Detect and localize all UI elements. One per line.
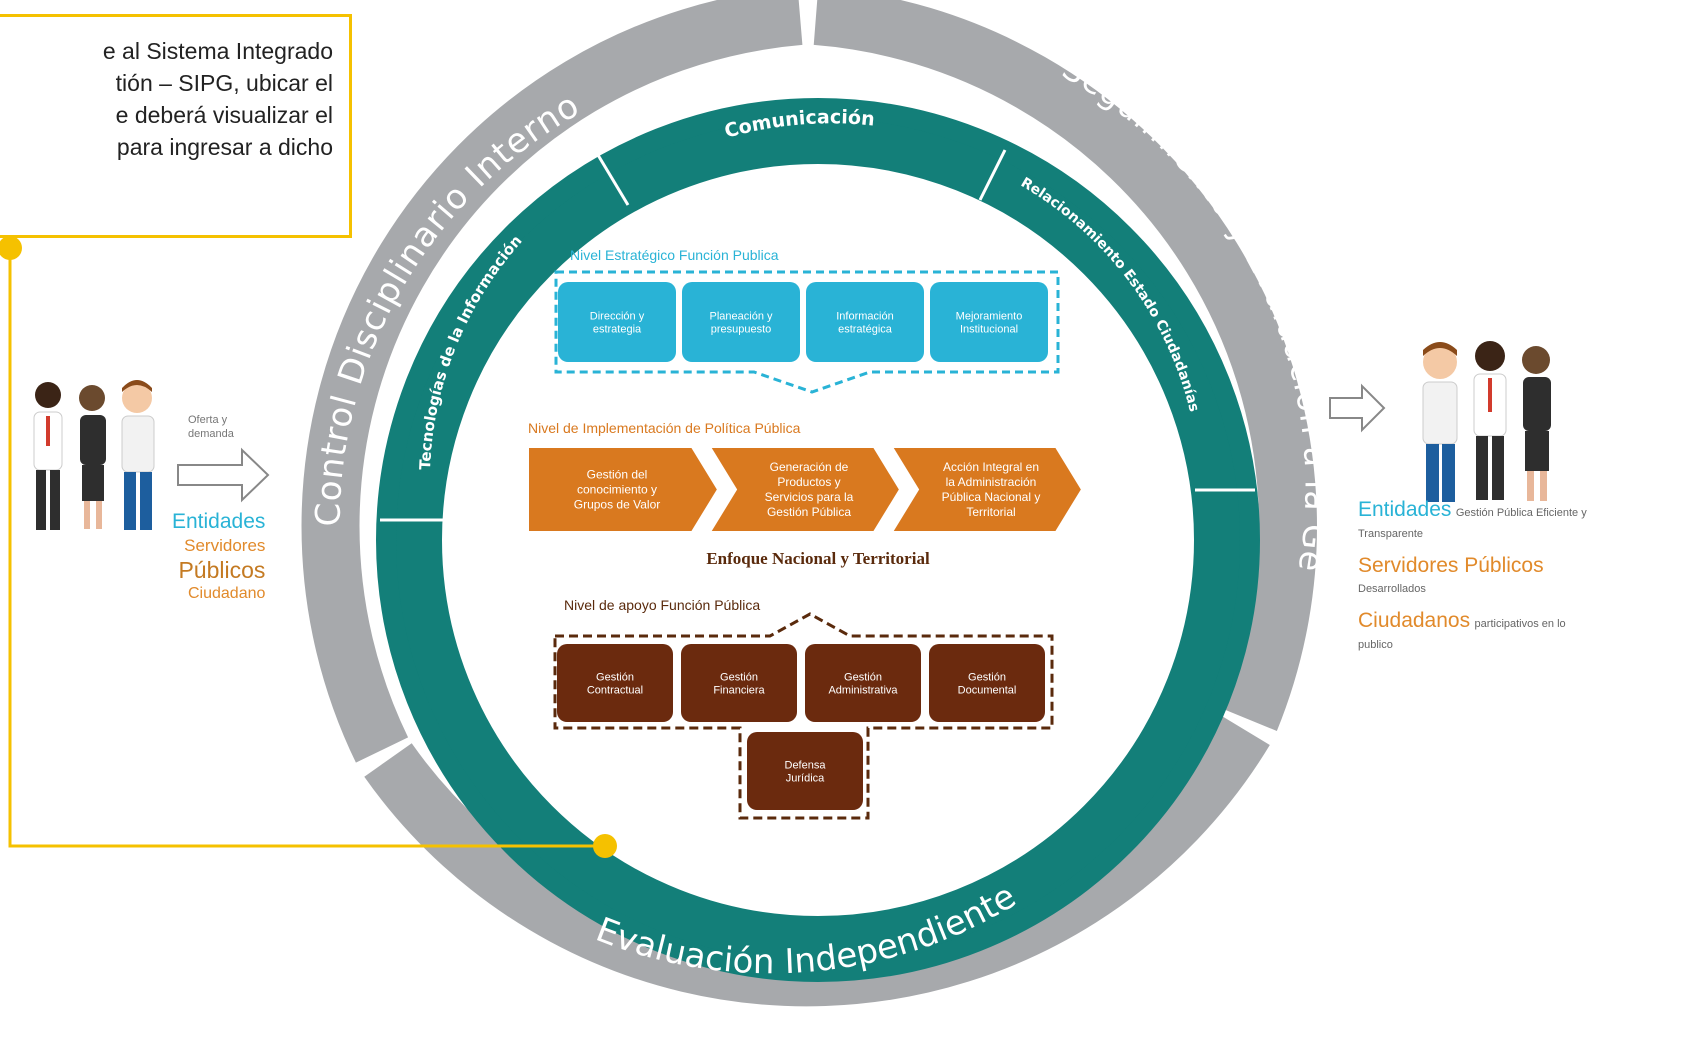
left-entities: Entidades xyxy=(172,510,266,533)
strategic-box-bg xyxy=(806,282,924,362)
left-servants: Servidores xyxy=(184,536,266,555)
teal-divider-1 xyxy=(596,154,630,206)
implementation-level: Nivel de Implementación de Política Públ… xyxy=(527,420,1084,568)
callout-text: e al Sistema Integrado tión – SIPG, ubic… xyxy=(0,35,339,163)
strategic-level: Nivel Estratégico Función Publica Direcc… xyxy=(554,247,1060,394)
arrow-right-icon xyxy=(177,447,270,503)
support-box-bg xyxy=(805,644,921,722)
right-servants-desc: Desarrollados xyxy=(1358,583,1426,595)
support-title: Nivel de apoyo Función Pública xyxy=(564,597,760,613)
right-servants: Servidores Públicos xyxy=(1358,554,1544,577)
callout-line: e deberá visualizar el xyxy=(115,102,333,128)
right-legend-row: Ciudadanos participativos en lo publico xyxy=(1358,609,1588,655)
person-icon xyxy=(33,382,63,530)
right-entities: Entidades xyxy=(1358,498,1452,521)
support-box-bg xyxy=(929,644,1045,722)
callout-line: tión – SIPG, ubicar el xyxy=(115,70,333,96)
teal-divider-2 xyxy=(978,149,1007,201)
right-legend-row: Entidades Gestión Pública Eficiente y Tr… xyxy=(1358,498,1588,544)
right-people xyxy=(1329,341,1551,502)
implementation-arrow-bg xyxy=(890,446,1084,533)
outer-ring-segment-right xyxy=(813,0,1317,731)
strategic-box-bg xyxy=(682,282,800,362)
strategic-title: Nivel Estratégico Función Publica xyxy=(570,247,779,263)
right-legend-row: Servidores Públicos Desarrollados xyxy=(1358,554,1588,599)
right-entities-desc: Gestión Pública Eficiente y Transparente xyxy=(1358,507,1587,540)
strategic-frame xyxy=(554,270,1060,394)
callout-connector xyxy=(0,236,617,858)
support-frame xyxy=(553,612,1054,820)
callout-line: e al Sistema Integrado xyxy=(102,38,333,64)
implementation-focus: Enfoque Nacional y Territorial xyxy=(706,549,930,568)
person-icon xyxy=(1473,341,1507,500)
left-public: Públicos xyxy=(178,557,266,583)
person-icon xyxy=(79,385,106,529)
person-icon xyxy=(1422,342,1458,502)
implementation-arrow-bg xyxy=(708,446,902,533)
person-icon xyxy=(121,380,155,530)
arrow-right-icon xyxy=(1329,383,1386,433)
strategic-box-bg xyxy=(930,282,1048,362)
right-citizens-desc: participativos en lo publico xyxy=(1358,618,1566,651)
left-legend: Entidades Servidores Públicos Ciudadano xyxy=(172,510,265,606)
implementation-title: Nivel de Implementación de Política Públ… xyxy=(528,420,801,436)
support-box-bg xyxy=(681,644,797,722)
callout-box: e al Sistema Integrado tión – SIPG, ubic… xyxy=(0,14,352,238)
left-citizen: Ciudadano xyxy=(188,585,266,602)
right-citizens: Ciudadanos xyxy=(1358,609,1471,632)
person-icon xyxy=(1522,346,1551,501)
right-legend: Entidades Gestión Pública Eficiente y Tr… xyxy=(1358,498,1588,667)
support-box-bg xyxy=(747,732,863,810)
callout-line: para ingresar a dicho xyxy=(116,134,333,160)
teal-ring: Comunicación Tecnologías de la Informaci… xyxy=(376,98,1260,982)
